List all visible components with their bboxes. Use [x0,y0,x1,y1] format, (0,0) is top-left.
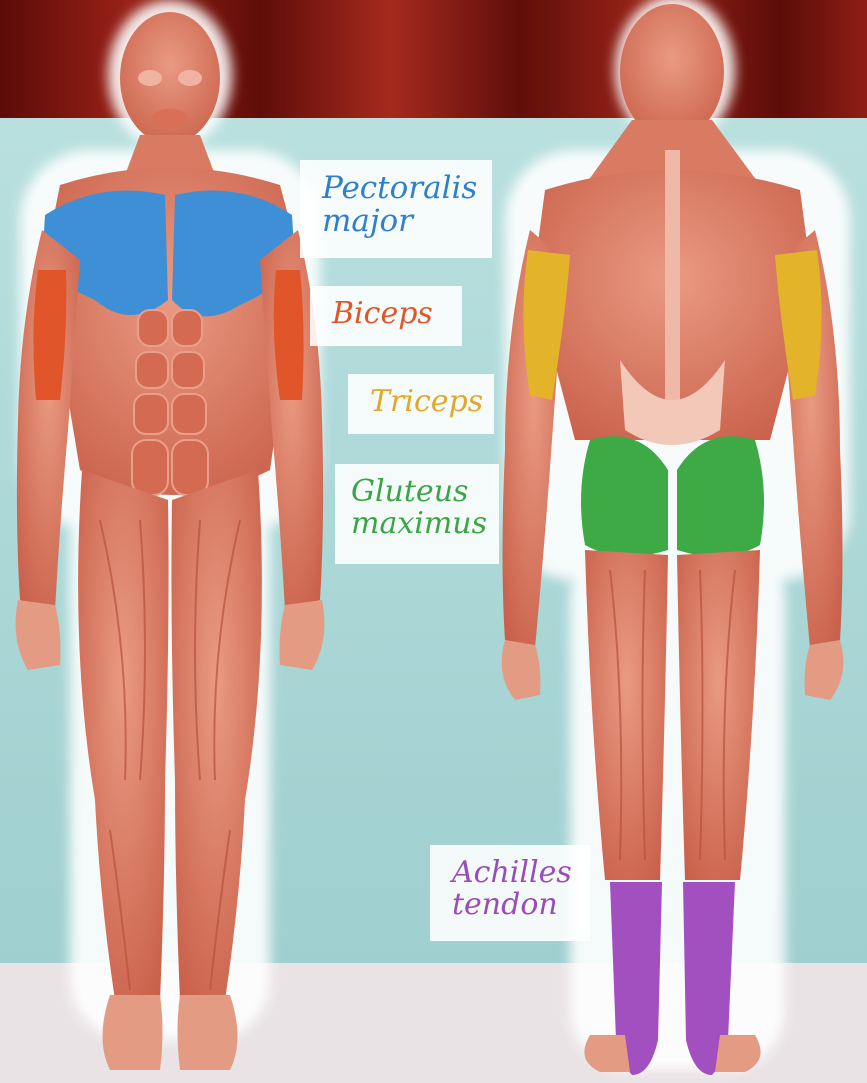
gluteus-maximus-label-line1: Gluteus [351,476,485,508]
back-head [620,4,724,140]
gluteus-maximus-label-line2: maximus [351,508,485,540]
triceps-label-text: Triceps [370,386,480,418]
pectoralis-major-label-line2: major [322,205,478,238]
triceps-label: Triceps [348,374,494,434]
biceps-label-text: Biceps [332,298,448,330]
gluteus-maximus-region [581,436,668,556]
achilles-tendon-label: Achilles tendon [430,845,590,941]
pectoralis-major-label-line1: Pectoralis [322,172,478,205]
achilles-tendon-label-line1: Achilles [452,857,576,889]
biceps-label: Biceps [310,286,462,346]
gluteus-maximus-label: Gluteus maximus [335,464,499,564]
biceps-region [33,270,66,400]
pectoralis-major-label: Pectoralis major [300,160,492,258]
achilles-tendon-label-line2: tendon [452,889,576,921]
